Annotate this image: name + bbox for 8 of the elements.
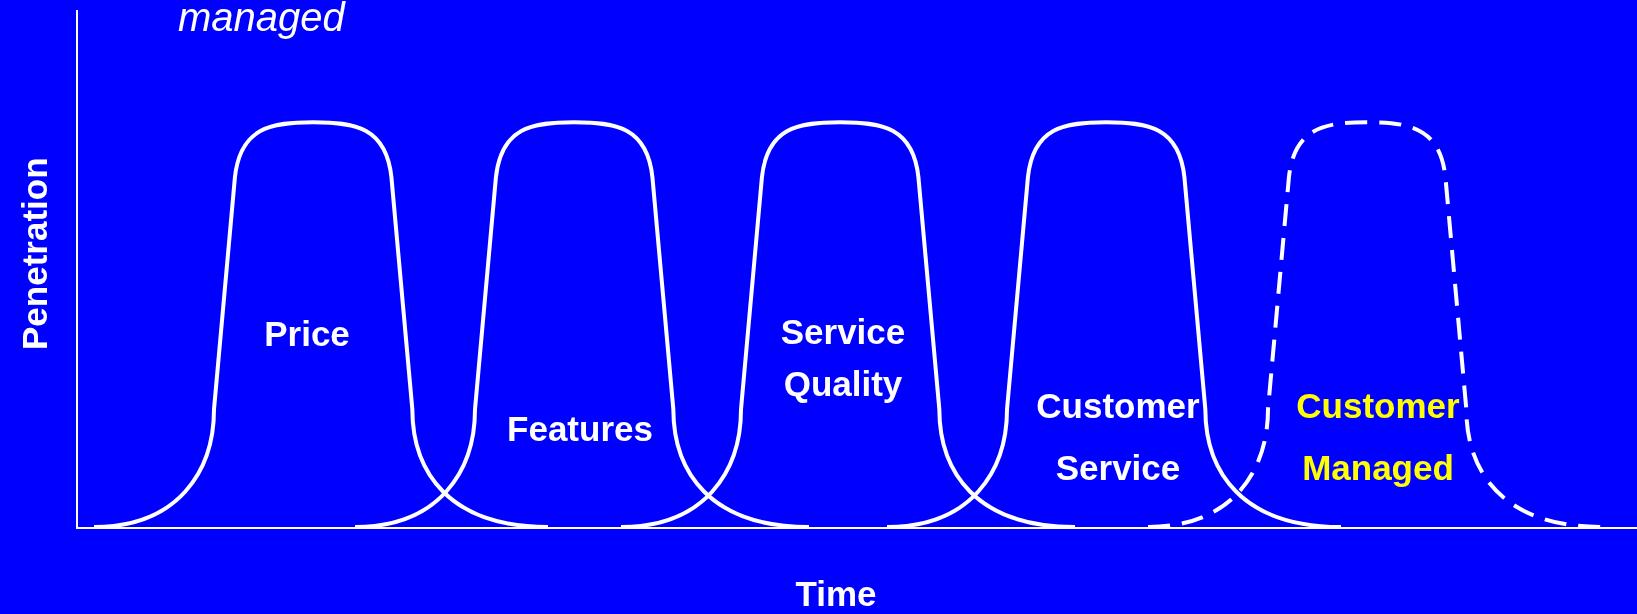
curve-label: Price: [263, 313, 351, 355]
curve-label: Features: [506, 408, 654, 450]
axis-title: Time: [794, 574, 878, 614]
curve-label: Service Quality: [779, 311, 907, 405]
curve-label: Customer Managed: [1295, 385, 1461, 489]
axis-title: Penetration: [14, 160, 55, 350]
curve-label: Customer Service: [1035, 385, 1201, 489]
note-text: managed: [178, 0, 345, 40]
